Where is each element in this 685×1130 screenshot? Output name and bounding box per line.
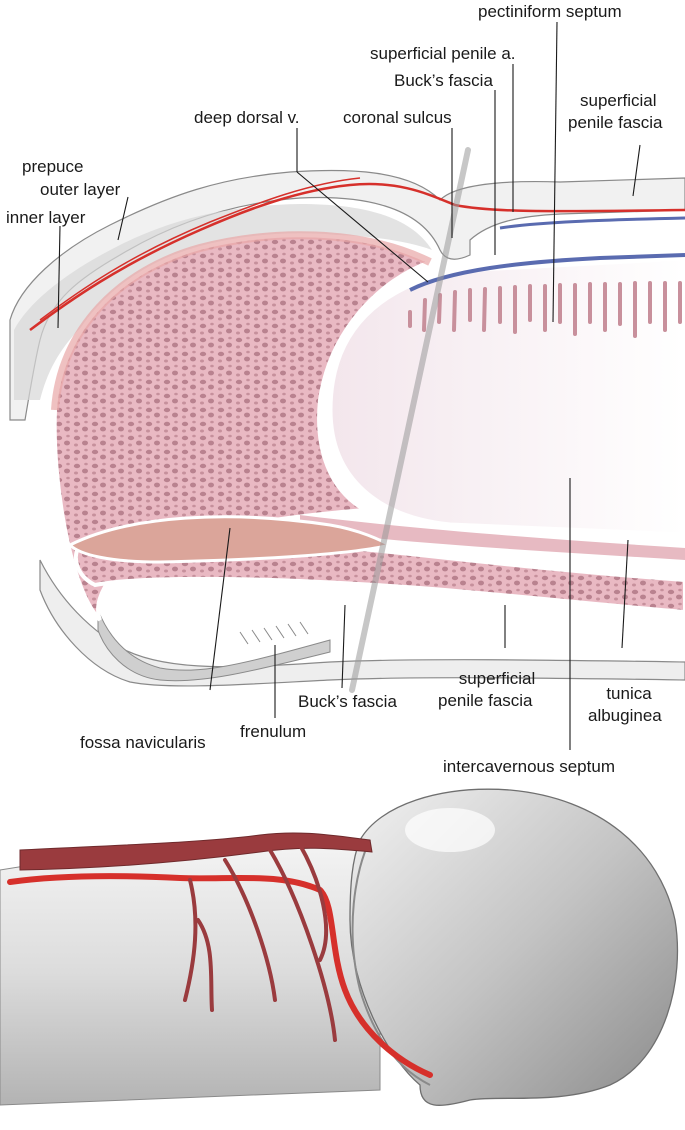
label-bucks-fascia-top: Buck’s fascia (394, 71, 493, 90)
label-superficial-fascia-bottom-line1: superficial (448, 669, 546, 688)
label-intercavernous-septum: intercavernous septum (443, 757, 615, 776)
label-coronal-sulcus: coronal sulcus (343, 108, 452, 127)
label-prepuce: prepuce (22, 157, 83, 176)
label-inner-layer: inner layer (6, 208, 85, 227)
label-superficial-fascia-top-line1: superficial (580, 91, 657, 110)
label-outer-layer: outer layer (40, 180, 120, 199)
sagittal-section (10, 150, 685, 690)
label-superficial-fascia-bottom-line2: penile fascia (438, 691, 533, 710)
label-bucks-fascia-bottom: Buck’s fascia (298, 692, 397, 711)
external-view (0, 789, 677, 1105)
label-deep-dorsal-vein: deep dorsal v. (194, 108, 300, 127)
label-tunica-albuginea-line2: albuginea (588, 706, 662, 725)
frenulum-pleats (240, 622, 308, 644)
label-superficial-penile-artery: superficial penile a. (370, 44, 516, 63)
label-frenulum: frenulum (240, 722, 306, 741)
corpus-cavernosum (330, 258, 685, 535)
label-superficial-fascia-top-line2: penile fascia (568, 113, 663, 132)
label-fossa-navicularis: fossa navicularis (80, 733, 206, 752)
superficial-vein (500, 218, 685, 228)
label-tunica-albuginea-line1: tunica (590, 684, 668, 703)
glans-highlight (405, 808, 495, 852)
label-pectiniform-septum: pectiniform septum (478, 2, 622, 21)
